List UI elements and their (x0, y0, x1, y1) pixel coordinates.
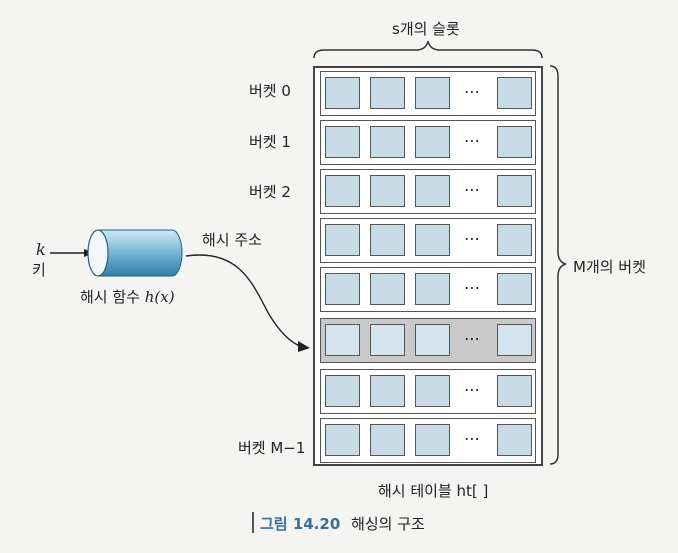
caption-title: 해싱의 구조 (351, 515, 425, 533)
slot (497, 324, 532, 356)
bucket-label-last: 버켓 M−1 (238, 439, 306, 457)
slot (370, 375, 405, 407)
bucket-label-2: 버켓 2 (249, 183, 291, 201)
key-symbol: k (36, 240, 46, 259)
slot-ellipsis: ⋯ (464, 380, 481, 399)
slot-ellipsis: ⋯ (464, 229, 481, 248)
hash-table-label: 해시 테이블 ht[ ] (378, 482, 489, 500)
slot-ellipsis: ⋯ (464, 429, 481, 448)
slot (325, 375, 360, 407)
slot (415, 224, 450, 256)
slots-label: s개의 슬롯 (392, 20, 460, 38)
slot (370, 424, 405, 456)
bucket-label-0: 버켓 0 (249, 82, 291, 100)
slot (497, 375, 532, 407)
bucket-label-1: 버켓 1 (249, 133, 291, 151)
hash-address-label: 해시 주소 (202, 231, 262, 249)
slot (497, 126, 532, 158)
bucket-row: ⋯ (320, 71, 536, 116)
slot (415, 126, 450, 158)
caption: 그림 14.20 해싱의 구조 (260, 513, 425, 534)
slot (497, 77, 532, 109)
slots-brace (313, 40, 543, 59)
key-label: 키 (32, 261, 46, 279)
slot (325, 273, 360, 305)
slot (370, 77, 405, 109)
slot (497, 424, 532, 456)
hash-function-label: 해시 함수 h(x) (80, 286, 175, 307)
slot-ellipsis: ⋯ (464, 131, 481, 150)
slot (497, 273, 532, 305)
slot-ellipsis: ⋯ (464, 82, 481, 101)
slot (325, 77, 360, 109)
slot (415, 424, 450, 456)
hash-table: ⋯ ⋯ ⋯ ⋯ ⋯ ⋯ ⋯ (313, 66, 543, 466)
slot (415, 273, 450, 305)
slot (370, 273, 405, 305)
hash-function-cylinder-icon (87, 229, 183, 277)
bucket-row: ⋯ (320, 120, 536, 165)
bucket-row: ⋯ (320, 369, 536, 414)
slot (325, 324, 360, 356)
bucket-row: ⋯ (320, 169, 536, 214)
bucket-row: ⋯ (320, 218, 536, 263)
caption-figure-label: 그림 14.20 (260, 515, 341, 533)
hash-function-math: h(x) (144, 288, 175, 306)
slot-ellipsis: ⋯ (464, 329, 481, 348)
slot (325, 424, 360, 456)
slot (370, 224, 405, 256)
slot (415, 375, 450, 407)
buckets-label: M개의 버켓 (573, 258, 646, 276)
caption-bar (252, 512, 254, 533)
slot-ellipsis: ⋯ (464, 180, 481, 199)
bucket-row: ⋯ (320, 267, 536, 312)
slot (370, 175, 405, 207)
hash-address-arrow (185, 254, 310, 352)
slot (415, 324, 450, 356)
slot (415, 175, 450, 207)
slot (325, 175, 360, 207)
hash-function-text: 해시 함수 (80, 288, 140, 306)
slot-ellipsis: ⋯ (464, 278, 481, 297)
slot (497, 175, 532, 207)
slot (497, 224, 532, 256)
slot (370, 126, 405, 158)
slot (415, 77, 450, 109)
bucket-row-highlighted: ⋯ (320, 318, 536, 363)
slot (325, 224, 360, 256)
slot (370, 324, 405, 356)
slot (325, 126, 360, 158)
buckets-brace (549, 65, 567, 465)
bucket-row: ⋯ (320, 418, 536, 463)
